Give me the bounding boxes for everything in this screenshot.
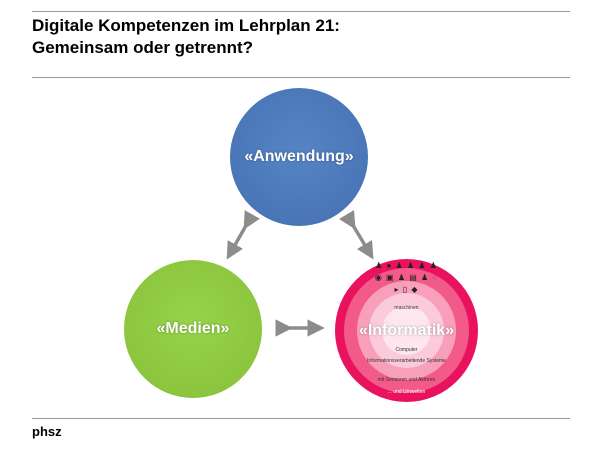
device-icons: ◉ ▣ ♟ ▤ ♟ ◌ [374, 273, 439, 282]
anwendung-circle: «Anwendung» [230, 88, 368, 226]
informatik-circle: ♟ ● ♟ ♟ ♟ ♟ ◉ ▣ ♟ ▤ ♟ ◌ ▸ ▯ ◆ maschinen … [335, 259, 478, 402]
arrow-anwendung-informatik [338, 209, 374, 260]
ring-label-sensoren: mit Sensoren und Aktoren [377, 377, 436, 383]
people-icons: ♟ ● ♟ ♟ ♟ ♟ [375, 261, 438, 270]
arrow-anwendung-medien [226, 210, 260, 260]
machine-icons: ▸ ▯ ◆ [394, 285, 419, 294]
title-line-2: Gemeinsam oder getrennt? [32, 38, 254, 57]
ring-label-umwelten: ... und Umwelten [387, 389, 426, 395]
ring-label-systeme: Informationsverarbeitende Systeme [367, 358, 446, 364]
title-line-1: Digitale Kompetenzen im Lehrplan 21: [32, 16, 340, 35]
informatik-ring-inner [382, 306, 431, 355]
medien-label: «Medien» [156, 320, 230, 337]
informatik-label: «Informatik» [358, 321, 455, 339]
page-title: Digitale Kompetenzen im Lehrplan 21: Gem… [32, 15, 552, 59]
phsz-logo: phsz [32, 424, 62, 439]
title-divider [32, 77, 570, 78]
anwendung-label: «Anwendung» [244, 148, 354, 165]
medien-circle: «Medien» [124, 260, 262, 398]
footer-rule [32, 418, 570, 419]
ring-label-maschinen: maschinen [394, 305, 419, 311]
ring-label-computer: Computer [395, 347, 418, 353]
top-rule [32, 11, 570, 12]
